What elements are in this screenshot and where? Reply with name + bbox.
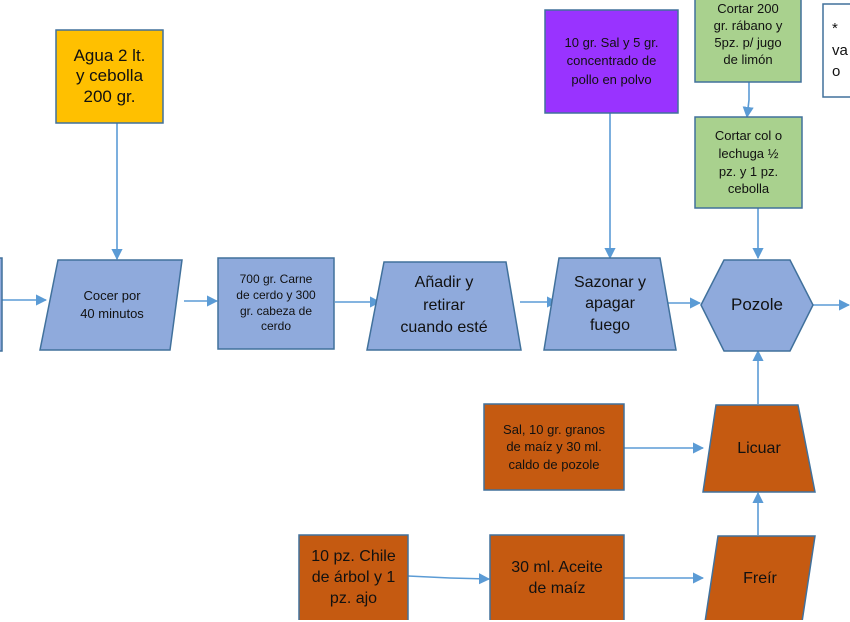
sal-maiz-label: Sal, 10 gr. granos de maíz y 30 ml. cald…: [503, 421, 605, 472]
freir-parallelogram: [704, 535, 816, 620]
licuar-trapezoid: [702, 404, 816, 493]
rabano-box: [694, 0, 802, 83]
carne-label: 700 gr. Carne de cerdo y 300 gr. cabeza …: [236, 272, 316, 334]
licuar-label: Licuar: [737, 439, 781, 457]
note-box: [822, 3, 850, 98]
chile-box: [298, 534, 409, 620]
freir-label: Freír: [743, 570, 777, 588]
arrow-chile-to-aceite: [407, 573, 491, 585]
anadir-label: Añadir y retirar cuando esté: [400, 274, 488, 337]
col-box: [694, 116, 803, 209]
note-label: * va o: [832, 19, 848, 81]
sal-pollo-box: [544, 9, 679, 114]
rabano-label: Cortar 200 gr. rábano y 5pz. p/ jugo de …: [713, 1, 783, 67]
arrow-rabano-to-col: [742, 82, 754, 119]
entry-shape-partial: [0, 257, 3, 352]
sazonar-trapezoid: [543, 257, 677, 351]
pozole-hexagon: [700, 259, 814, 352]
sazonar-label: Sazonar y apagar fuego: [573, 273, 647, 334]
agua-box: [55, 29, 164, 124]
cocer-parallelogram: [39, 259, 183, 351]
sal-maiz-box: [483, 403, 625, 491]
col-label: Cortar col o lechuga ½ pz. y 1 pz. cebol…: [714, 128, 783, 197]
pozole-label: Pozole: [731, 295, 783, 315]
aceite-label: 30 ml. Aceite de maíz: [511, 558, 603, 597]
agua-label: Agua 2 lt. y cebolla 200 gr.: [73, 45, 146, 106]
cocer-label: Cocer por 40 minutos: [80, 288, 144, 321]
carne-box: [217, 257, 335, 350]
chile-label: 10 pz. Chile de árbol y 1 pz. ajo: [311, 548, 396, 607]
sal-pollo-label: 10 gr. Sal y 5 gr. concentrado de pollo …: [564, 35, 659, 87]
anadir-trapezoid: [366, 261, 522, 351]
aceite-box: [489, 534, 625, 620]
